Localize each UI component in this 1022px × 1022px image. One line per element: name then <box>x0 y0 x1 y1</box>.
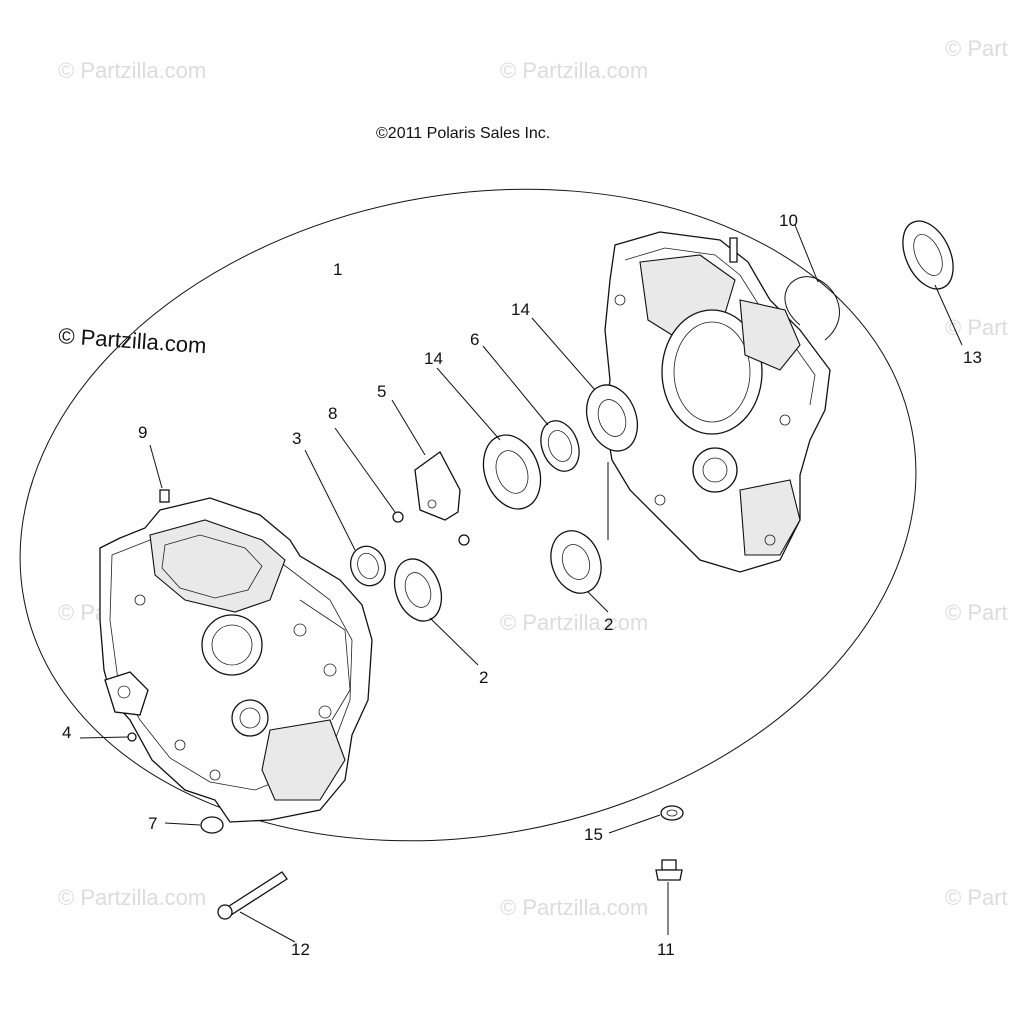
callout-7: 7 <box>148 814 157 833</box>
seal-part-3 <box>349 545 387 587</box>
callout-12: 12 <box>291 940 310 959</box>
callout-3: 3 <box>292 429 301 448</box>
watermark: © Partzilla.com <box>500 895 648 920</box>
left-crankcase-half <box>99 497 373 823</box>
right-crankcase-half <box>604 231 831 573</box>
drain-plug-part-11 <box>655 859 683 881</box>
watermark: © Part <box>945 315 1008 340</box>
bolt-part-4 <box>127 732 137 742</box>
copyright-text: ©2011 Polaris Sales Inc. <box>376 125 550 142</box>
dowel-part-9 <box>159 489 170 503</box>
callout-5: 5 <box>377 382 386 401</box>
callout-8: 8 <box>328 404 337 423</box>
seal-part-13 <box>902 220 954 290</box>
callout-6: 6 <box>470 330 479 349</box>
bolt-part-12 <box>217 871 288 920</box>
bearing-part-2-right <box>550 530 602 594</box>
plate-part-5 <box>414 451 461 521</box>
callout-11: 11 <box>657 940 675 959</box>
watermark: © Partzilla.com <box>500 610 648 635</box>
callout-1: 1 <box>333 260 342 279</box>
spacer-part-6 <box>540 420 580 472</box>
callout-2: 2 <box>604 615 613 634</box>
watermark: © Part <box>945 36 1008 61</box>
watermark: © Part <box>945 600 1008 625</box>
callout-14: 14 <box>511 300 530 319</box>
watermark: © Part <box>945 885 1008 910</box>
watermark: © Partzilla.com <box>58 885 206 910</box>
callout-10: 10 <box>779 211 798 230</box>
watermark: © Partzilla.com <box>500 58 648 83</box>
callout-2: 2 <box>479 668 488 687</box>
bolt-part-8 <box>392 511 470 546</box>
plug-part-7 <box>200 816 224 834</box>
bearing-part-14-upper <box>585 384 639 452</box>
callout-15: 15 <box>584 825 603 844</box>
partzilla-logo-text: © Partzilla.com <box>58 323 208 358</box>
callout-labels: 1 2 2 3 4 5 6 7 8 9 10 11 12 13 14 14 15 <box>62 211 982 959</box>
leader-lines <box>79 224 963 943</box>
bearing-part-14-lower <box>482 434 542 510</box>
snap-ring-part-10 <box>784 276 840 341</box>
callout-4: 4 <box>62 723 71 742</box>
assembly-group-outline <box>19 188 917 842</box>
callout-9: 9 <box>138 423 147 442</box>
watermark: © Partzilla.com <box>58 58 206 83</box>
washer-part-15 <box>660 805 684 821</box>
bearing-part-2-left <box>393 558 443 622</box>
callout-14: 14 <box>424 349 443 368</box>
callout-13: 13 <box>963 348 982 367</box>
